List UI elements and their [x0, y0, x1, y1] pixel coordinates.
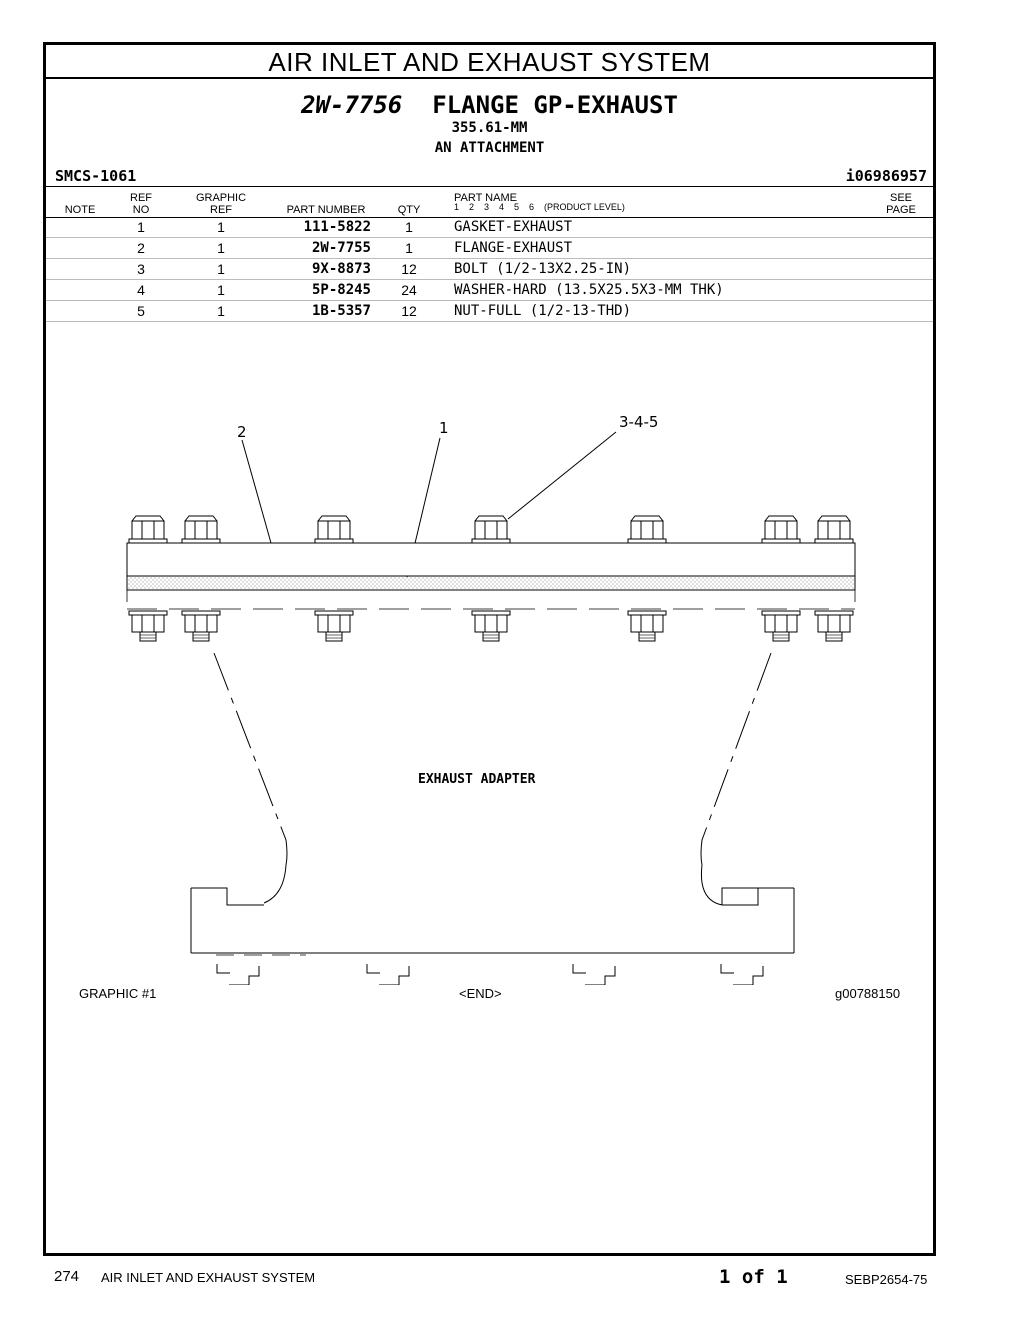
bolt-head: [814, 515, 854, 544]
adapter-bolt-holes: [190, 947, 764, 985]
col-part-name: PART NAME: [454, 192, 517, 204]
graphic-caption: GRAPHIC #1: [79, 986, 157, 1001]
bolt-head: [181, 515, 221, 544]
leader-line: [507, 431, 617, 520]
divider: [46, 186, 933, 187]
graphic-id: g00788150: [835, 986, 901, 1001]
col-ref-1: REF: [130, 192, 152, 204]
col-see-2: PAGE: [886, 204, 916, 216]
ref-no: 3: [137, 261, 145, 277]
qty: 12: [401, 261, 417, 277]
ref-no: 4: [137, 282, 145, 298]
bolt-head: [314, 515, 354, 544]
ref-no: 5: [137, 303, 145, 319]
col-see-1: SEE: [889, 192, 912, 204]
leader-line: [241, 439, 272, 544]
part-name: BOLT (1/2-13X2.25-IN): [454, 261, 632, 277]
table-row: 4 1 5P-8245 24 WASHER-HARD (13.5X25.5X3-…: [46, 280, 933, 301]
callout-3-4-5: 3-4-5: [619, 413, 658, 431]
table-row: 1 1 111-5822 1 GASKET-EXHAUST: [46, 217, 933, 238]
part-number: 111-5822: [303, 219, 371, 235]
illustration-id: i06986957: [845, 167, 927, 185]
bolt-head: [471, 515, 511, 544]
col-ref-2: NO: [132, 204, 150, 216]
nut: [627, 610, 667, 642]
part-name: GASKET-EXHAUST: [454, 219, 573, 235]
qty: 24: [401, 282, 417, 298]
qty: 12: [401, 303, 417, 319]
group-part-number: 2W-7756: [301, 91, 403, 119]
end-marker: <END>: [459, 986, 502, 1001]
table-row: 5 1 1B-5357 12 NUT-FULL (1/2-13-THD): [46, 301, 933, 322]
footer-section: AIR INLET AND EXHAUST SYSTEM: [101, 1270, 316, 1285]
flange: [126, 542, 856, 577]
nut: [814, 610, 854, 642]
part-name: NUT-FULL (1/2-13-THD): [454, 303, 632, 319]
document-number: SEBP2654-75: [845, 1272, 928, 1287]
nut: [128, 610, 168, 642]
bolt-head: [627, 515, 667, 544]
graphic-ref: 1: [217, 240, 225, 256]
page-number: 274: [54, 1268, 80, 1285]
graphic-ref: 1: [217, 282, 225, 298]
col-graphic-1: GRAPHIC: [195, 192, 247, 204]
header-rule: [46, 217, 933, 218]
col-graphic-2: REF: [210, 204, 232, 216]
exploded-view-drawing: 2 1 3-4-5: [126, 413, 856, 985]
exhaust-adapter-label: EXHAUST ADAPTER: [418, 772, 536, 787]
smcs-code: SMCS-1061: [55, 167, 137, 185]
part-number: 9X-8873: [311, 261, 371, 277]
callout-2: 2: [237, 423, 247, 441]
col-note: NOTE: [64, 204, 96, 216]
part-number: 5P-8245: [311, 282, 371, 298]
col-levels: 1 2 3 4 5 6 (PRODUCT LEVEL): [454, 202, 625, 212]
group-title: 2W-7756 FLANGE GP-EXHAUST: [46, 91, 933, 119]
callout-1: 1: [439, 419, 449, 437]
group-note: AN ATTACHMENT: [434, 140, 545, 156]
part-name: WASHER-HARD (13.5X25.5X3-MM THK): [454, 282, 724, 298]
table-row: 3 1 9X-8873 12 BOLT (1/2-13X2.25-IN): [46, 259, 933, 280]
nut: [761, 610, 801, 642]
col-part-number: PART NUMBER: [286, 204, 366, 216]
graphic-ref: 1: [217, 261, 225, 277]
section-title: AIR INLET AND EXHAUST SYSTEM: [46, 45, 933, 79]
part-number: 2W-7755: [311, 240, 371, 256]
col-qty: QTY: [397, 204, 421, 216]
ref-no: 1: [137, 219, 145, 235]
part-number: 1B-5357: [311, 303, 371, 319]
table-row: 2 1 2W-7755 1 FLANGE-EXHAUST: [46, 238, 933, 259]
graphic-ref: 1: [217, 219, 225, 235]
exhaust-adapter: [190, 652, 795, 954]
part-name: FLANGE-EXHAUST: [454, 240, 573, 256]
bolt-head: [761, 515, 801, 544]
qty: 1: [405, 240, 413, 256]
bolt-head: [128, 515, 168, 544]
nut: [181, 610, 221, 642]
ref-no: 2: [137, 240, 145, 256]
qty: 1: [405, 219, 413, 235]
page-of: 1 of 1: [719, 1266, 788, 1288]
graphic-ref: 1: [217, 303, 225, 319]
nut: [314, 610, 354, 642]
group-name: FLANGE GP-EXHAUST: [432, 91, 678, 119]
gasket: [126, 575, 856, 591]
group-size: 355.61-MM: [451, 120, 528, 136]
nut: [471, 610, 511, 642]
